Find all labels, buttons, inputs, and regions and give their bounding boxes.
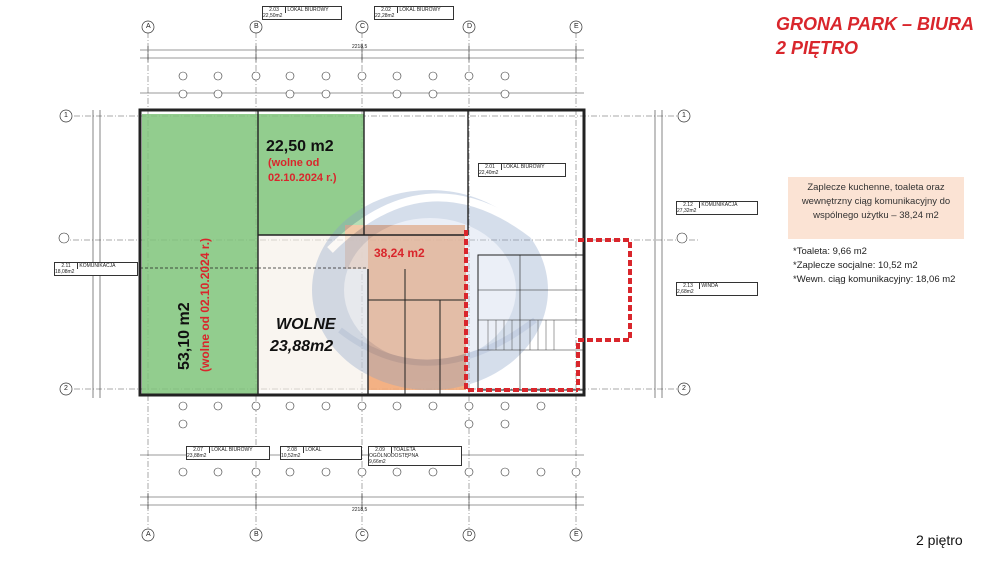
red-shaft-walls [464, 230, 632, 392]
free-office-area: 23,88m2 [270, 338, 334, 355]
room-tag: 2.07 LOKAL BIUROWY 23,88m2 [186, 446, 270, 460]
green-left-status: (wolne od 02.10.2024 r.) [198, 237, 212, 372]
stair-hatch [487, 320, 555, 350]
legend-item-corridor: *Wewn. ciąg komunikacyjny: 18,06 m2 [793, 274, 956, 285]
legend-item-kitchen: *Zaplecze socjalne: 10,52 m2 [793, 260, 918, 271]
shared-area-note: Zaplecze kuchenne, toaleta oraz wewnętrz… [788, 177, 964, 239]
room-tag-area: 22,28m2 [375, 13, 395, 19]
room-tag-name: LOKAL [305, 447, 322, 453]
room-tag-area: 27,32m2 [677, 208, 697, 214]
green-office-area [142, 114, 258, 394]
shared-area-value: 38,24 m2 [374, 246, 425, 260]
grid-letter-label: D [467, 23, 473, 30]
area-legend: *Toaleta: 9,66 m2 *Zaplecze socjalne: 10… [793, 245, 955, 287]
room-tag: 2.03 LOKAL BIUROWY 22,50m2 [262, 6, 342, 20]
room-tag-name: WINDA [701, 283, 719, 289]
title-line-1: GRONA PARK – BIURA [776, 14, 975, 34]
grid-number-label: 1 [64, 112, 68, 119]
grid-number-label: 2 [682, 385, 686, 392]
grid-letter-label: D [467, 531, 473, 538]
free-office-area-tint [258, 235, 368, 390]
room-tag: 2.09 TOALETA OGÓLNODOSTĘPNA 9,66m2 [368, 446, 462, 466]
shared-area-orange-corridor [368, 269, 466, 390]
grid-letter-label: B [254, 531, 259, 538]
grid-letter-label: C [360, 23, 366, 30]
room-tag-area: 23,88m2 [187, 453, 207, 459]
section-markers [58, 71, 688, 477]
grid-letter-label: E [574, 23, 579, 30]
room-tag-name: KOMUNIKACJA [79, 263, 116, 269]
grid-letter-label: E [574, 531, 579, 538]
room-tag-area: 22,50m2 [263, 13, 283, 19]
shared-area-note-text: Zaplecze kuchenne, toaleta oraz wewnętrz… [801, 182, 951, 221]
dimension-total-top: 2218,5 [352, 44, 368, 50]
green-left-area-value: 53,10 m2 [176, 302, 193, 370]
room-tag-area: 18,08m2 [55, 269, 75, 275]
room-tag: 2.11 KOMUNIKACJA 18,08m2 [54, 262, 138, 276]
room-tag-name: TOALETA OGÓLNODOSTĘPNA [369, 447, 419, 459]
room-tag-area: 10,52m2 [281, 453, 301, 459]
grid-letter-label: A [146, 23, 151, 30]
floor-label: 2 piętro [916, 532, 963, 548]
room-tag-name: LOKAL BIUROWY [503, 164, 545, 170]
grid-number-label: 2 [64, 385, 68, 392]
room-tag: 2.01 LOKAL BIUROWY 22,40m2 [478, 163, 566, 177]
legend-item-toilet: *Toaleta: 9,66 m2 [793, 246, 867, 257]
room-tag-name: LOKAL BIUROWY [399, 7, 441, 13]
watermark-logo [312, 190, 548, 390]
room-tag: 2.08 LOKAL 10,52m2 [280, 446, 362, 460]
page-title: GRONA PARK – BIURA 2 PIĘTRO [776, 12, 974, 60]
grid-bubbles [59, 20, 691, 542]
grid-letter-label: B [254, 23, 259, 30]
green-top-area-value: 22,50 m2 [266, 138, 334, 155]
room-tag: 2.13 WINDA 2,68m2 [676, 282, 758, 296]
dimension-ticks [147, 46, 577, 509]
room-tag-name: KOMUNIKACJA [701, 202, 738, 208]
green-top-status-line2: 02.10.2024 r.) [268, 172, 337, 184]
room-tag-name: LOKAL BIUROWY [211, 447, 253, 453]
room-tag-area: 22,40m2 [479, 170, 499, 176]
green-office-top-area [258, 114, 364, 235]
dimension-total-bottom: 2218,5 [352, 507, 368, 513]
green-top-status-line1: (wolne od [268, 157, 320, 169]
room-tag: 2.02 LOKAL BIUROWY 22,28m2 [374, 6, 454, 20]
title-line-2: 2 PIĘTRO [776, 38, 859, 58]
building-walls [138, 108, 586, 397]
room-tag: 2.12 KOMUNIKACJA 27,32m2 [676, 201, 758, 215]
free-office-status: WOLNE [276, 316, 336, 333]
room-tag-area: 2,68m2 [677, 289, 694, 295]
room-tag-name: LOKAL BIUROWY [287, 7, 329, 13]
grid-number-label: 1 [682, 112, 686, 119]
grid-letter-label: A [146, 531, 151, 538]
room-tag-area: 9,66m2 [369, 459, 386, 465]
grid-letter-label: C [360, 531, 366, 538]
